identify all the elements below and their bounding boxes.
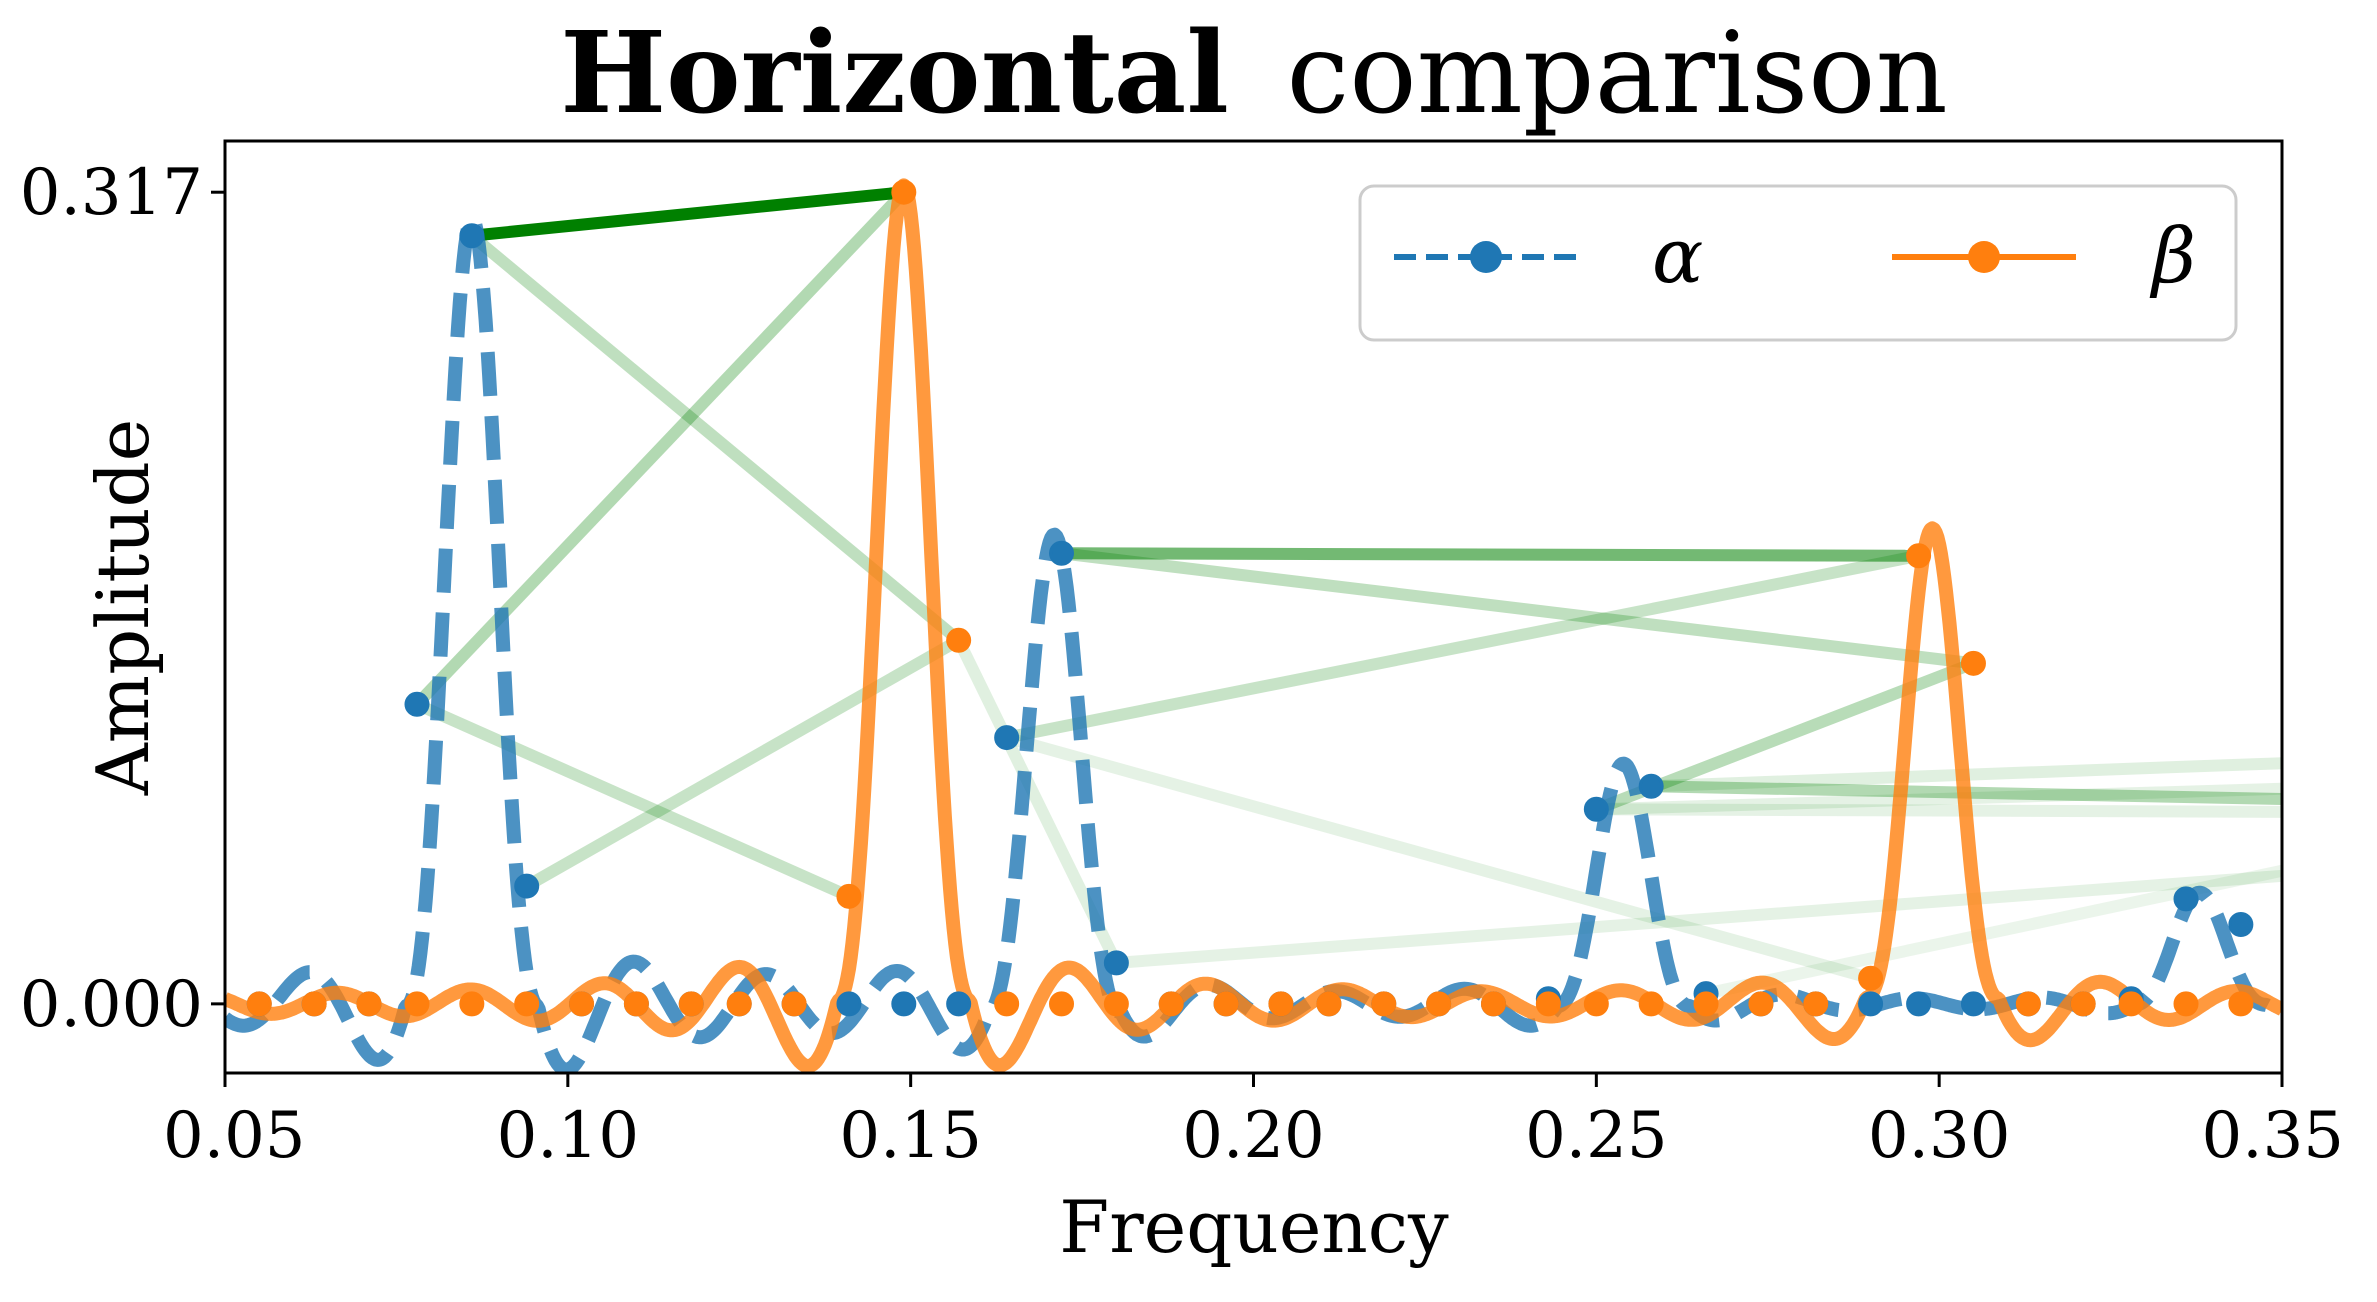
x-tick-label-0: 0.05 xyxy=(163,1099,306,1173)
marker-alpha-15 xyxy=(1049,540,1075,566)
marker-alpha-11 xyxy=(836,991,862,1017)
marker-beta-3 xyxy=(404,991,430,1017)
marker-alpha-14 xyxy=(994,725,1020,751)
series-line-alpha xyxy=(225,211,2282,1073)
match-line-0 xyxy=(471,186,905,242)
marker-beta-15 xyxy=(1049,991,1075,1017)
marker-alpha-4 xyxy=(459,223,485,249)
marker-alpha-31 xyxy=(1906,991,1932,1017)
marker-alpha-13 xyxy=(946,991,972,1017)
match-line-7 xyxy=(1060,547,1975,670)
legend-beta-marker xyxy=(1968,241,2000,273)
marker-beta-20 xyxy=(1316,991,1342,1017)
marker-beta-28 xyxy=(1748,991,1774,1017)
y-tick-label-0: 0.000 xyxy=(20,968,203,1042)
marker-alpha-12 xyxy=(891,991,917,1017)
x-tick-label-5: 0.30 xyxy=(1868,1099,2011,1173)
chart-title: Horizontal comparison xyxy=(560,8,1948,139)
match-line-1 xyxy=(1061,547,1919,562)
x-tick-label-1: 0.10 xyxy=(497,1099,640,1173)
match-line-6 xyxy=(523,635,962,892)
x-tick-label-3: 0.20 xyxy=(1182,1099,1325,1173)
marker-beta-35 xyxy=(2118,991,2144,1017)
marker-beta-10 xyxy=(781,991,807,1017)
marker-beta-14 xyxy=(994,991,1020,1017)
y-tick-label-1: 0.317 xyxy=(20,156,203,230)
legend-alpha-label: α xyxy=(1652,211,1703,300)
marker-beta-4 xyxy=(459,991,485,1017)
marker-alpha-3 xyxy=(404,691,430,717)
match-line-12 xyxy=(1115,869,2282,969)
marker-beta-32 xyxy=(1960,650,1986,676)
marker-beta-27 xyxy=(1693,991,1719,1017)
marker-beta-8 xyxy=(678,991,704,1017)
y-axis-ticks: 0.000 0.317 xyxy=(20,156,225,1042)
marker-beta-7 xyxy=(623,991,649,1017)
match-line-15 xyxy=(1596,782,2282,816)
x-tick-label-4: 0.25 xyxy=(1525,1099,1668,1173)
legend-entry-beta: β xyxy=(1892,211,2196,300)
marker-beta-23 xyxy=(1480,991,1506,1017)
marker-beta-24 xyxy=(1535,991,1561,1017)
x-axis-ticks: 0.05 0.10 0.15 0.20 0.25 0.30 0.35 xyxy=(163,1073,2344,1173)
marker-beta-2 xyxy=(356,991,382,1017)
legend-box xyxy=(1358,184,2238,342)
marker-alpha-36 xyxy=(2173,886,2199,912)
marker-beta-36 xyxy=(2173,991,2199,1017)
match-line-5 xyxy=(414,698,852,902)
x-tick-label-6: 0.35 xyxy=(2202,1099,2345,1173)
plot-area xyxy=(225,178,2282,1073)
marker-beta-11 xyxy=(836,883,862,909)
legend: α β xyxy=(1358,184,2238,342)
marker-alpha-25 xyxy=(1583,796,1609,822)
match-line-11 xyxy=(1005,731,1873,985)
marker-alpha-32 xyxy=(1960,991,1986,1017)
x-tick-label-2: 0.15 xyxy=(839,1099,982,1173)
series-line-beta xyxy=(225,178,2282,1073)
marker-beta-34 xyxy=(2070,991,2096,1017)
marker-beta-33 xyxy=(2015,991,2041,1017)
marker-beta-29 xyxy=(1803,991,1829,1017)
marker-beta-19 xyxy=(1268,991,1294,1017)
legend-beta-label: β xyxy=(2149,211,2196,300)
marker-beta-1 xyxy=(301,991,327,1017)
legend-alpha-marker xyxy=(1470,241,1502,273)
marker-beta-13 xyxy=(946,627,972,653)
marker-beta-6 xyxy=(569,991,595,1017)
marker-beta-9 xyxy=(726,991,752,1017)
marker-alpha-30 xyxy=(1858,991,1884,1017)
marker-beta-12 xyxy=(891,179,917,205)
marker-beta-18 xyxy=(1213,991,1239,1017)
y-axis-label: Amplitude xyxy=(81,419,165,796)
marker-beta-21 xyxy=(1371,991,1397,1017)
marker-beta-5 xyxy=(514,991,540,1017)
marker-beta-0 xyxy=(246,991,272,1017)
marker-beta-37 xyxy=(2228,991,2254,1017)
marker-beta-25 xyxy=(1583,991,1609,1017)
marker-alpha-16 xyxy=(1103,950,1129,976)
marker-beta-31 xyxy=(1906,543,1932,569)
match-line-8 xyxy=(1005,549,1920,744)
series-markers xyxy=(246,179,2254,1017)
series-curves xyxy=(225,178,2282,1073)
chart-title-bold: Horizontal xyxy=(560,8,1229,139)
legend-entry-alpha: α xyxy=(1394,211,1703,300)
match-line-14 xyxy=(1596,803,2282,818)
x-axis-label: Frequency xyxy=(1059,1185,1449,1269)
chart-title-rest: comparison xyxy=(1287,9,1948,139)
marker-alpha-37 xyxy=(2228,911,2254,937)
marker-beta-17 xyxy=(1158,991,1184,1017)
marker-beta-22 xyxy=(1426,991,1452,1017)
marker-alpha-26 xyxy=(1638,773,1664,799)
marker-beta-26 xyxy=(1638,991,1664,1017)
marker-beta-16 xyxy=(1103,991,1129,1017)
marker-beta-30 xyxy=(1858,965,1884,991)
marker-alpha-5 xyxy=(514,873,540,899)
